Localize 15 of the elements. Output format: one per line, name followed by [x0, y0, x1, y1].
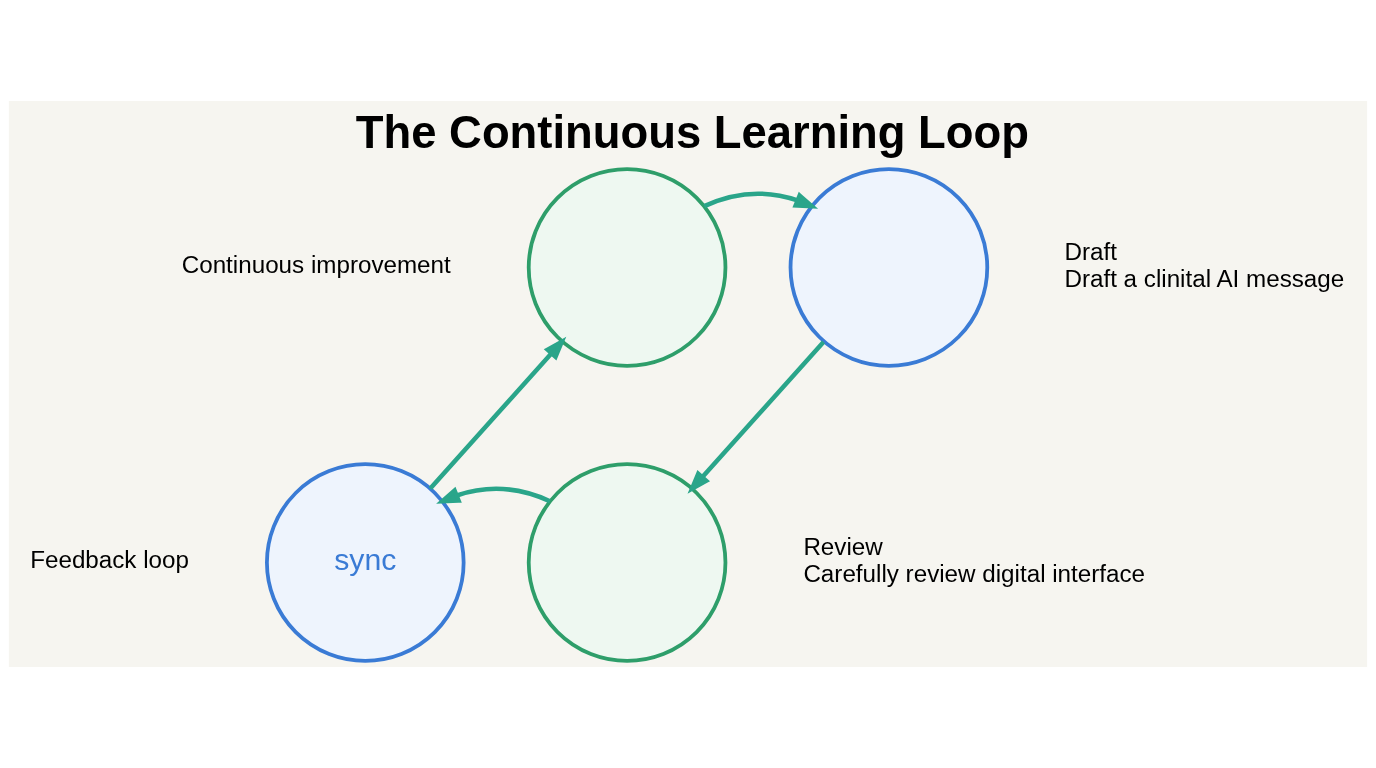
node-circle: [526, 167, 728, 368]
node-circle: [788, 167, 990, 368]
arrow: [436, 486, 551, 504]
node-circle: [526, 462, 728, 663]
diagram-title: The Continuous Learning Loop: [355, 106, 1030, 158]
node-label: Draft: [1064, 237, 1117, 265]
arrow: [703, 191, 819, 209]
node-label: Carefully review digital interface: [803, 559, 1146, 587]
node-label: Draft a clinital AI message: [1064, 264, 1345, 292]
node-label: Review: [803, 532, 883, 560]
arrow: [428, 336, 567, 491]
node-circle: sync: [265, 462, 466, 663]
node-label: Continuous improvement: [181, 251, 451, 279]
arrow: [687, 340, 826, 494]
node-label: Feedback loop: [30, 546, 189, 574]
